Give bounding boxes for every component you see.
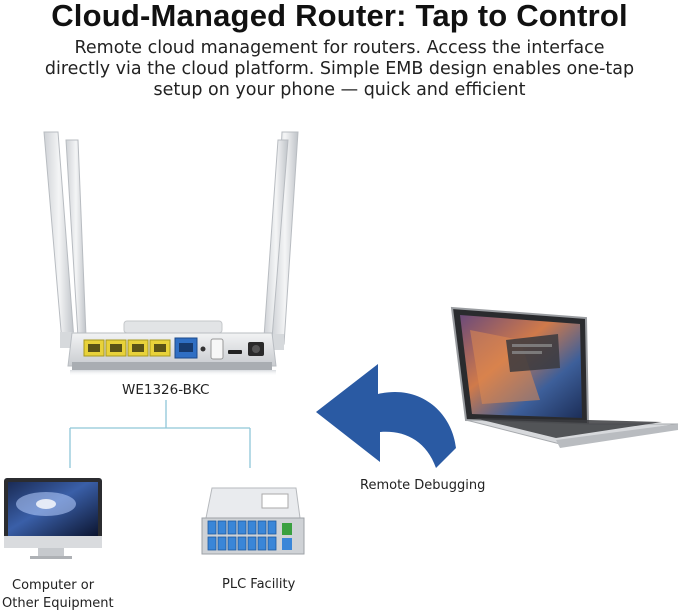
router-model-label: WE1326-BKC <box>122 382 210 398</box>
remote-debugging-arrow <box>316 364 456 468</box>
subtitle-line-2: directly via the cloud platform. Simple … <box>44 59 635 79</box>
remote-debugging-label: Remote Debugging <box>360 478 486 493</box>
page-title: Cloud-Managed Router: Tap to Control <box>51 0 628 33</box>
connection-lines <box>69 400 251 468</box>
router-sim-slot <box>228 350 242 354</box>
router-lan-ports <box>83 339 171 357</box>
page-subtitle: Remote cloud management for routers. Acc… <box>0 38 679 101</box>
subtitle-line-1: Remote cloud management for routers. Acc… <box>74 38 605 58</box>
router-device <box>43 131 299 376</box>
subtitle-line-3: setup on your phone — quick and efficien… <box>153 80 526 100</box>
router-wan-port <box>174 337 198 359</box>
computer-label-line-2: Other Equipment <box>2 596 114 611</box>
router-reset-hole <box>200 346 206 352</box>
computer-label-line-1: Computer or <box>12 578 95 593</box>
computer-label: Computer or Other Equipment <box>2 577 114 613</box>
router-usb-port <box>210 338 224 360</box>
plc-device <box>201 487 305 555</box>
computer-device <box>4 478 102 559</box>
laptop-device <box>450 306 679 448</box>
plc-facility-label: PLC Facility <box>222 577 296 592</box>
